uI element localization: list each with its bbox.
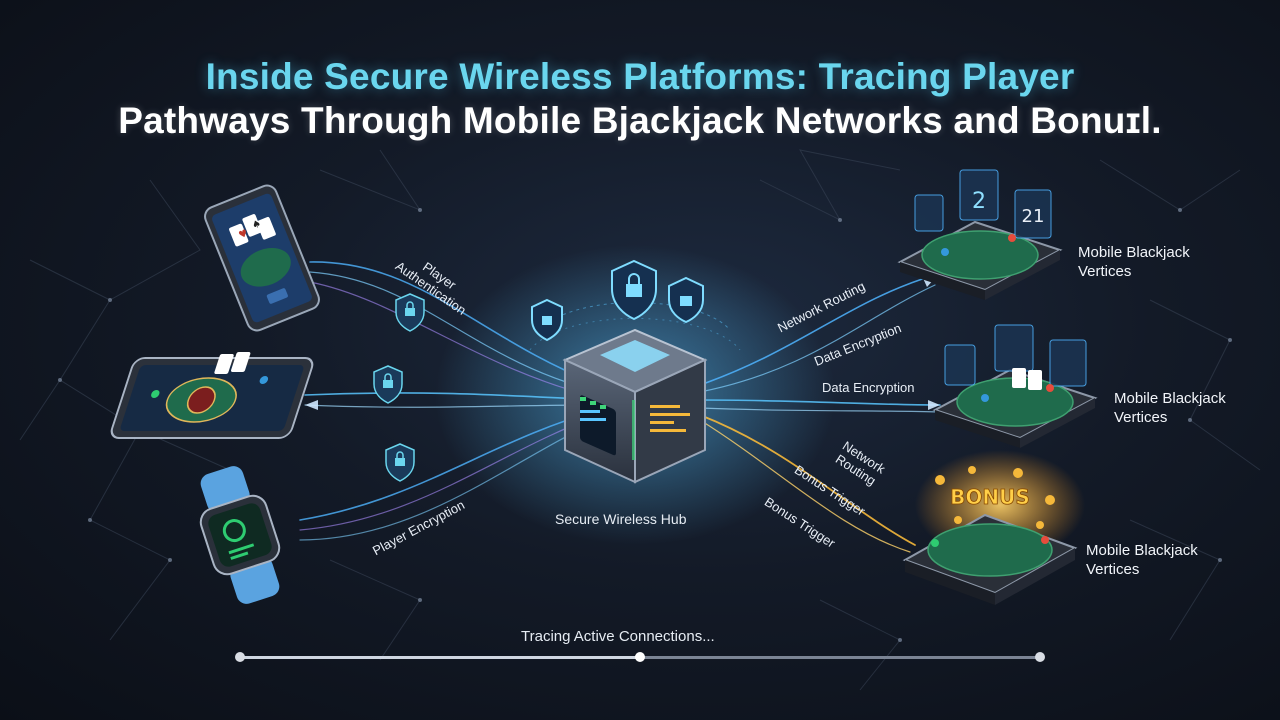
smartphone-device: ♥ ♠ bbox=[204, 184, 320, 332]
bonus-badge: BONUS bbox=[950, 485, 1030, 509]
progress-bar bbox=[235, 652, 1045, 662]
progress-start-knob bbox=[235, 652, 245, 662]
title-line-2: Pathways Through Mobile Bjackjack Networ… bbox=[118, 100, 1162, 141]
edge-label-data-encryption-2: Data Encryption bbox=[822, 380, 915, 395]
right-links bbox=[699, 274, 941, 553]
secure-wireless-hub bbox=[529, 259, 741, 484]
vertex-3-label: Mobile Blackjack Vertices bbox=[1086, 542, 1198, 578]
vertex-1-label: Mobile Blackjack Vertices bbox=[1078, 244, 1190, 280]
vertex-1-screen-a: 2 bbox=[972, 189, 986, 214]
vertex-1-screen-b: 21 bbox=[1022, 206, 1045, 227]
title-line-1: Inside Secure Wireless Platforms: Tracin… bbox=[205, 56, 1075, 97]
svg-text:♠: ♠ bbox=[251, 218, 263, 232]
hub-label: Secure Wireless Hub bbox=[555, 511, 687, 527]
vertex-2-label: Mobile Blackjack Vertices bbox=[1114, 390, 1226, 426]
vertex-1-table: 2 21 bbox=[897, 169, 1063, 300]
tablet-device bbox=[110, 352, 314, 439]
path-shield-icons bbox=[373, 293, 425, 482]
progress-label: Tracing Active Connections... bbox=[521, 628, 715, 645]
vertex-2-table bbox=[932, 324, 1098, 448]
progress-end-knob bbox=[1035, 652, 1045, 662]
svg-text:♥: ♥ bbox=[237, 228, 249, 242]
progress-current-knob bbox=[635, 652, 645, 662]
progress-bar-fill bbox=[240, 656, 640, 659]
hub-shield-icons bbox=[531, 259, 704, 342]
smartwatch-device bbox=[199, 466, 281, 604]
left-links bbox=[299, 261, 601, 541]
vertex-3-table: BONUS bbox=[902, 450, 1085, 605]
